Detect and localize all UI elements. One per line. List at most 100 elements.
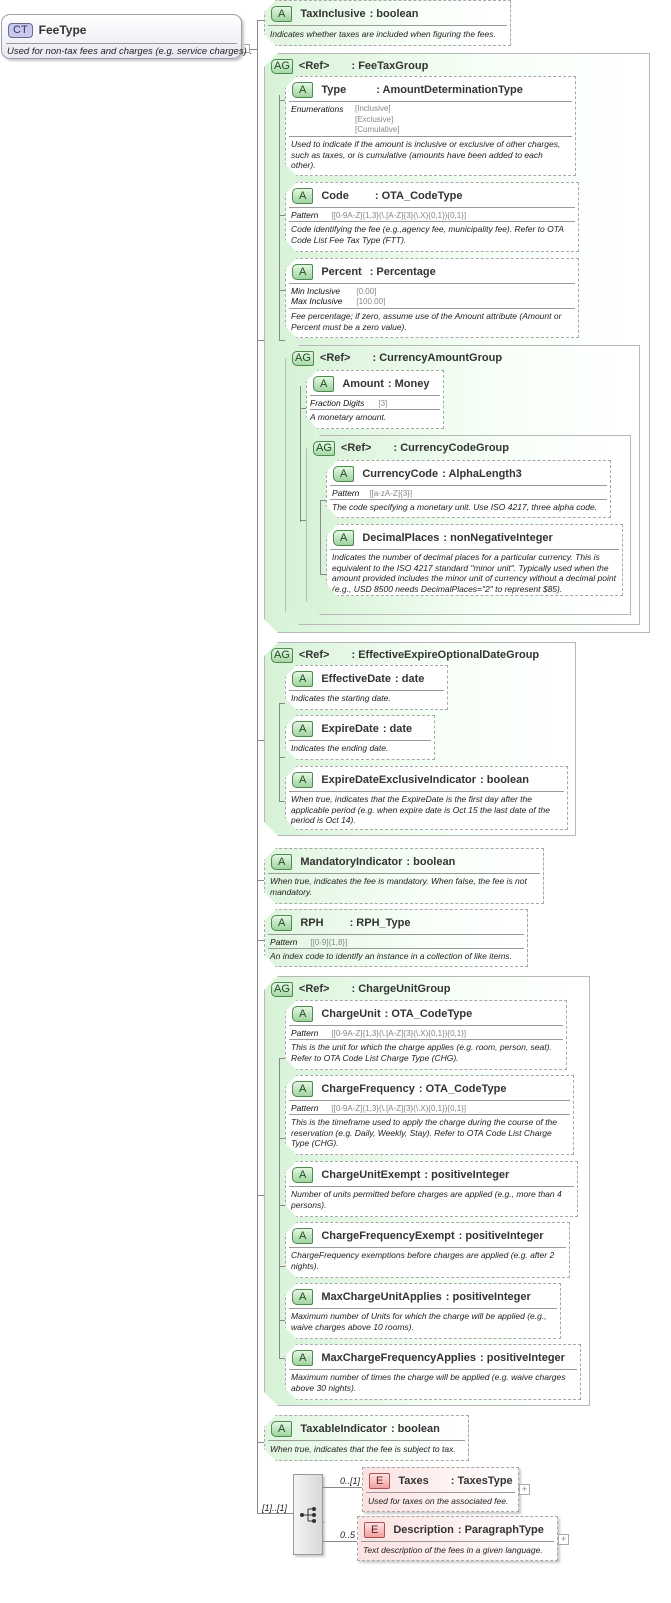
- attribute-icon: A: [292, 772, 313, 788]
- attribute-name: ChargeUnitExempt: [321, 1169, 421, 1181]
- facet-label: Fraction Digits: [310, 398, 365, 408]
- facet-value: [0.00]: [356, 287, 377, 296]
- attribute-icon: A: [292, 1167, 313, 1183]
- complex-type-name: FeeType: [38, 23, 87, 37]
- attribute-group-ref: <Ref>: [298, 60, 330, 72]
- connector-to-description: [323, 1541, 357, 1542]
- attribute-type: : boolean: [390, 1423, 440, 1435]
- sequence-compositor[interactable]: [293, 1474, 323, 1555]
- attribute-group-type: : CurrencyCodeGroup: [393, 442, 509, 454]
- attribute-group-icon: AG: [271, 59, 293, 74]
- attribute-name: MaxChargeUnitApplies: [321, 1291, 442, 1303]
- attribute-description: Indicates the starting date.: [291, 693, 391, 703]
- divider: [289, 1100, 570, 1101]
- attribute-name: MandatoryIndicator: [300, 856, 403, 868]
- connector-group-branch: [279, 1205, 285, 1206]
- element-name: Taxes: [398, 1475, 429, 1487]
- divider: [366, 1492, 515, 1493]
- attribute-percent[interactable]: A Percent : Percentage Min Inclusive [0.…: [285, 258, 579, 338]
- attribute-icon: A: [333, 466, 354, 482]
- divider: [289, 207, 575, 208]
- attribute-type: : date: [395, 673, 425, 685]
- connector-group-branch: [300, 408, 306, 409]
- attribute-description: Fee percentage; if zero, assume use of t…: [291, 311, 562, 332]
- attribute-code[interactable]: A Code : OTA_CodeType Pattern [[0-9A-Z]{…: [285, 182, 579, 252]
- element-description[interactable]: E Description : ParagraphType Text descr…: [357, 1516, 558, 1561]
- element-icon: E: [369, 1473, 391, 1489]
- divider: [289, 690, 444, 691]
- element-type: : TaxesType: [450, 1475, 513, 1487]
- pattern-value: [[0-9A-Z]{1,3}(\.[A-Z]{3}(\.X){0,1}){0,1…: [331, 211, 467, 220]
- facet-label: Max Inclusive: [291, 296, 343, 306]
- attribute-type: : date: [382, 723, 413, 735]
- attribute-name: ChargeFrequency: [321, 1083, 415, 1095]
- attribute-chargefrequency[interactable]: A ChargeFrequency : OTA_CodeType Pattern…: [285, 1075, 574, 1155]
- attribute-type: : OTA_CodeType: [384, 1008, 473, 1020]
- attribute-type: : RPH_Type: [349, 917, 411, 929]
- attribute-name: MaxChargeFrequencyApplies: [321, 1352, 476, 1364]
- attribute-rph[interactable]: A RPH : RPH_Type Pattern [[0-9]{1,8}] An…: [264, 909, 528, 967]
- element-icon: E: [364, 1522, 386, 1538]
- attribute-decimalplaces[interactable]: A DecimalPlaces : nonNegativeInteger Ind…: [326, 524, 623, 596]
- attribute-icon: A: [313, 376, 334, 392]
- connector-group-branch: [279, 1320, 285, 1321]
- divider: [289, 791, 564, 792]
- element-cardinality: 0..5: [340, 1530, 356, 1540]
- attribute-type[interactable]: A Type : AmountDeterminationType Enumera…: [285, 76, 576, 176]
- divider: [289, 136, 572, 137]
- attribute-group-type: : ChargeUnitGroup: [351, 983, 451, 995]
- attribute-maxchargefrequencyapplies[interactable]: A MaxChargeFrequencyApplies : positiveIn…: [285, 1344, 581, 1400]
- facet-label: Pattern: [291, 1103, 319, 1113]
- attribute-chargeunitexempt[interactable]: A ChargeUnitExempt : positiveInteger Num…: [285, 1161, 578, 1217]
- attribute-description: Code identifying the fee (e.g.,agency fe…: [291, 224, 564, 245]
- complex-type-icon: CT: [8, 22, 33, 38]
- pattern-value: [[0-9A-Z]{1,3}(\.[A-Z]{3}(\.X){0,1}){0,1…: [331, 1104, 467, 1113]
- attribute-group-icon: AG: [292, 351, 314, 366]
- attribute-description: When true, indicates that the fee is sub…: [270, 1444, 456, 1454]
- attribute-description: When true, indicates the fee is mandator…: [270, 876, 527, 897]
- connector-group-trunk: [279, 703, 280, 801]
- attribute-name: DecimalPlaces: [362, 532, 440, 544]
- element-taxes[interactable]: E Taxes : TaxesType Used for taxes on th…: [362, 1467, 519, 1512]
- attribute-description: The code specifying a monetary unit. Use…: [332, 502, 598, 512]
- attribute-icon: A: [292, 721, 313, 737]
- attribute-taxableindicator[interactable]: A TaxableIndicator : boolean When true, …: [264, 1415, 469, 1461]
- attribute-group-icon: AG: [271, 982, 293, 997]
- pattern-value: [[0-9]{1,8}]: [310, 938, 348, 947]
- attribute-taxinclusive[interactable]: A TaxInclusive : boolean Indicates wheth…: [264, 0, 511, 46]
- attribute-type: : positiveInteger: [445, 1291, 531, 1303]
- facet-label: Pattern: [270, 937, 298, 947]
- attribute-mandatoryindicator[interactable]: A MandatoryIndicator : boolean When true…: [264, 848, 544, 904]
- complex-type-feetype[interactable]: CT FeeType Used for non-tax fees and cha…: [1, 14, 252, 59]
- attribute-type: : AmountDeterminationType: [376, 84, 523, 96]
- attribute-expiredateexclusiveindicator[interactable]: A ExpireDateExclusiveIndicator : boolean…: [285, 766, 568, 830]
- attribute-currencycode[interactable]: A CurrencyCode : AlphaLength3 Pattern [[…: [326, 460, 611, 518]
- expand-icon[interactable]: +: [558, 1534, 569, 1545]
- divider: [289, 1114, 570, 1115]
- attribute-icon: A: [292, 264, 313, 280]
- connector-group-branch: [279, 215, 285, 216]
- attribute-amount[interactable]: A Amount : Money Fraction Digits [3] A m…: [306, 370, 444, 429]
- attribute-effectivedate[interactable]: A EffectiveDate : date Indicates the sta…: [285, 665, 448, 710]
- attribute-icon: A: [292, 1350, 313, 1366]
- facet-label: Enumerations: [291, 104, 344, 114]
- connector-group-branch: [279, 1266, 285, 1267]
- attribute-expiredate[interactable]: A ExpireDate : date Indicates the ending…: [285, 715, 435, 760]
- attribute-chargeunit[interactable]: A ChargeUnit : OTA_CodeType Pattern [[0-…: [285, 1000, 567, 1070]
- attribute-type: : OTA_CodeType: [418, 1083, 507, 1095]
- attribute-group-icon: AG: [313, 441, 335, 456]
- attribute-maxchargeunitapplies[interactable]: A MaxChargeUnitApplies : positiveInteger…: [285, 1283, 561, 1339]
- divider: [289, 101, 572, 102]
- element-type: : ParagraphType: [457, 1524, 544, 1536]
- divider: [289, 1039, 563, 1040]
- element-cardinality: 0..[1]: [340, 1476, 361, 1486]
- attribute-description: Indicates whether taxes are included whe…: [270, 29, 496, 39]
- attribute-group-ref: <Ref>: [298, 983, 330, 995]
- element-description-text: Text description of the fees in a given …: [363, 1545, 543, 1555]
- divider: [268, 25, 507, 26]
- expand-icon[interactable]: +: [519, 1484, 530, 1495]
- attribute-description: Maximum number of times the charge will …: [291, 1372, 566, 1393]
- attribute-name: EffectiveDate: [321, 673, 392, 685]
- attribute-chargefrequencyexempt[interactable]: A ChargeFrequencyExempt : positiveIntege…: [285, 1222, 570, 1278]
- attribute-type: : boolean: [406, 856, 456, 868]
